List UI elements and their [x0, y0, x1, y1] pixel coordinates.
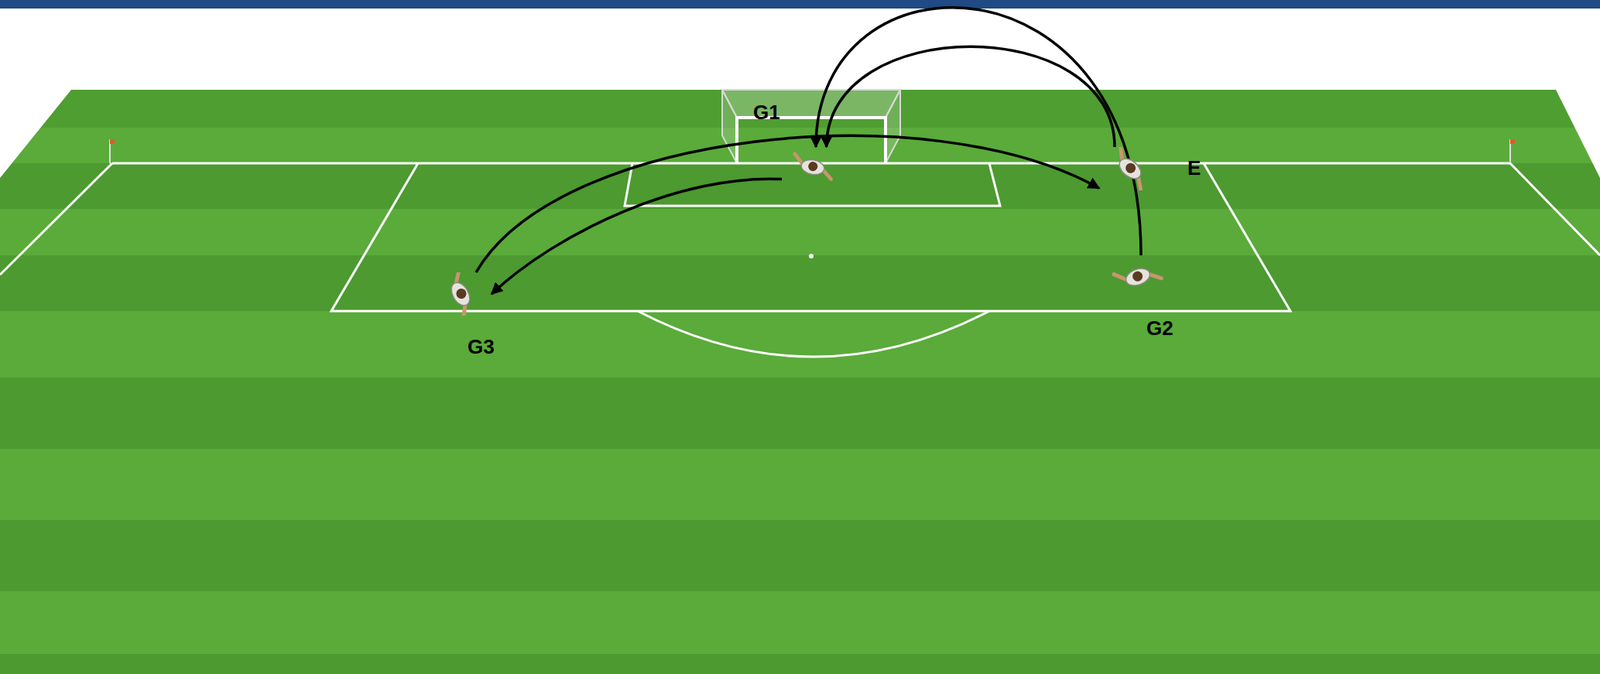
player-figure — [781, 147, 844, 188]
player-label: E — [1187, 156, 1201, 180]
pass-arrow — [476, 135, 1100, 273]
player-figure — [429, 272, 492, 316]
player-figure — [1106, 255, 1169, 299]
goal — [722, 89, 901, 164]
player-node: E — [1099, 147, 1162, 191]
pass-arrow — [491, 178, 782, 295]
player-node: G3 — [429, 272, 492, 316]
top-bar — [0, 0, 1600, 9]
player-node: G2 — [1106, 255, 1169, 299]
pass-arrow — [815, 7, 1141, 256]
player-label: G1 — [753, 100, 781, 124]
pitch-lines — [0, 163, 1600, 357]
player-label: G2 — [1146, 316, 1174, 340]
player-label: G3 — [467, 335, 495, 359]
player-figure — [1099, 147, 1162, 191]
grass-stripes — [0, 89, 1600, 674]
penalty-spot — [808, 253, 814, 259]
player-node: G1 — [781, 147, 844, 188]
pass-arrow — [826, 46, 1115, 148]
